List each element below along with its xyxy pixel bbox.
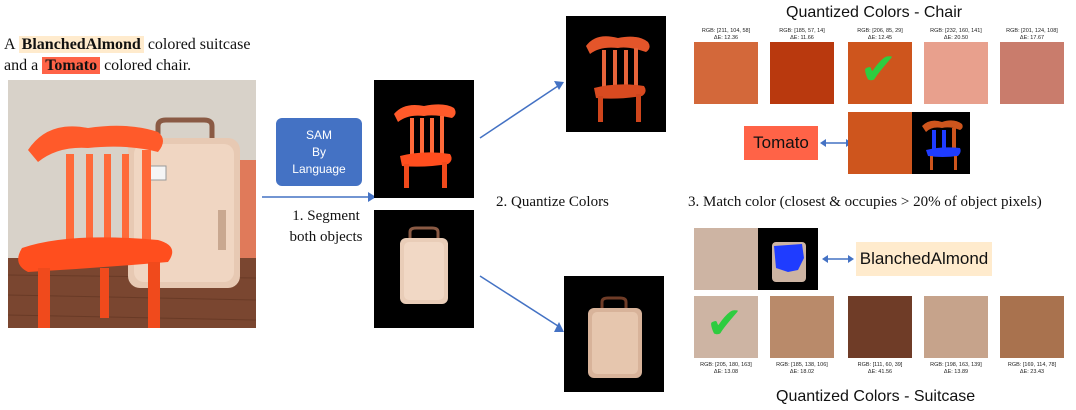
suitcase-swatch-2 <box>770 296 834 358</box>
prompt-line-2: and a Tomato colored chair. <box>4 57 192 74</box>
suitcase-swatch-label-5: RGB: [169, 114, 78]ΔE: 23.43 <box>1000 362 1064 376</box>
generated-image <box>8 80 256 328</box>
arrow-to-chair-crop-icon <box>479 81 564 139</box>
chair-mask-overlay-icon <box>922 120 963 170</box>
chair-swatch-label-5: RGB: [201, 124, 108]ΔE: 17.67 <box>1000 28 1064 42</box>
rgb-value: RGB: [232, 160, 141] <box>930 28 982 34</box>
suitcase-crop-icon <box>588 296 642 378</box>
suitcase-swatch-label-1: RGB: [205, 180, 163]ΔE: 13.08 <box>694 362 758 376</box>
chair-swatch-5 <box>1000 42 1064 104</box>
chair-swatch-label-1: RGB: [211, 104, 58]ΔE: 12.36 <box>694 28 758 42</box>
suitcase-mask-overlay-icon <box>772 242 806 282</box>
sam-by-language-box: SAM By Language <box>276 118 362 186</box>
rgb-value: RGB: [111, 60, 39] <box>857 362 903 368</box>
segmented-chair-image <box>374 80 474 198</box>
suitcase-quantized-title: Quantized Colors - Suitcase <box>776 388 976 405</box>
rgb-value: RGB: [169, 114, 78] <box>1007 362 1057 368</box>
suitcase-match-mask <box>758 228 818 290</box>
chair-swatch-2 <box>770 42 834 104</box>
rgb-value: RGB: [205, 180, 163] <box>700 362 752 368</box>
chair-swatch-1 <box>694 42 758 104</box>
suitcase-swatch-label-4: RGB: [198, 163, 139]ΔE: 13.89 <box>924 362 988 376</box>
tomato-highlight: Tomato <box>42 57 101 74</box>
suitcase-swatch-label-3: RGB: [111, 60, 39]ΔE: 41.56 <box>848 362 912 376</box>
delta-e-value: ΔE: 12.36 <box>713 35 739 41</box>
delta-e-value: ΔE: 17.67 <box>1019 35 1045 41</box>
prompt-text: A BlanchedAlmond colored suitcase and a … <box>4 34 264 76</box>
chair-swatch-4 <box>924 42 988 104</box>
chair-swatch-label-3: RGB: [206, 85, 29]ΔE: 12.45 <box>848 28 912 42</box>
chair-swatch-3: ✔ <box>848 42 912 104</box>
chair-mask-icon <box>394 104 456 188</box>
rgb-value: RGB: [185, 57, 14] <box>779 28 825 34</box>
check-mark-icon: ✔ <box>706 298 743 349</box>
suitcase-swatch-label-2: RGB: [185, 138, 106]ΔE: 18.02 <box>770 362 834 376</box>
chair-matched-swatch <box>848 112 912 174</box>
segmented-suitcase-image <box>374 210 474 328</box>
blanchedalmond-label-box: BlanchedAlmond <box>856 242 992 276</box>
delta-e-value: ΔE: 41.56 <box>867 369 893 375</box>
step3-label: 3. Match color (closest & occupies > 20%… <box>688 194 1042 210</box>
delta-e-value: ΔE: 12.45 <box>867 35 893 41</box>
suitcase-swatch-1: ✔ <box>694 296 758 358</box>
step1-label: 1. Segment both objects <box>289 208 363 245</box>
prompt-line-1: A BlanchedAlmond colored suitcase <box>4 36 251 53</box>
chair-quantized-title: Quantized Colors - Chair <box>786 4 963 21</box>
suitcase-crop-image <box>564 276 664 392</box>
chair-crop-image <box>566 16 666 132</box>
suitcase-mask-icon <box>400 226 448 304</box>
rgb-value: RGB: [206, 85, 29] <box>857 28 903 34</box>
rgb-value: RGB: [211, 104, 58] <box>701 28 751 34</box>
double-arrow-icon <box>822 255 854 263</box>
delta-e-value: ΔE: 20.50 <box>943 35 969 41</box>
delta-e-value: ΔE: 11.66 <box>790 35 814 41</box>
arrow-to-suitcase-crop-icon <box>479 275 564 332</box>
chair-swatch-label-4: RGB: [232, 160, 141]ΔE: 20.50 <box>924 28 988 42</box>
delta-e-value: ΔE: 23.43 <box>1019 369 1045 375</box>
chair-crop-icon <box>586 36 650 122</box>
suitcase-matched-swatch <box>694 228 758 290</box>
delta-e-value: ΔE: 13.89 <box>943 369 969 375</box>
rgb-value: RGB: [198, 163, 139] <box>930 362 982 368</box>
step2-label: 2. Quantize Colors <box>496 194 609 210</box>
suitcase-swatch-3 <box>848 296 912 358</box>
suitcase-swatch-5 <box>1000 296 1064 358</box>
delta-e-value: ΔE: 13.08 <box>713 369 739 375</box>
arrow-to-segmentation-icon <box>262 192 376 202</box>
chair-suitcase-illustration <box>8 80 256 328</box>
chair-match-mask <box>912 112 970 174</box>
chair-swatch-label-2: RGB: [185, 57, 14]ΔE: 11.66 <box>770 28 834 42</box>
delta-e-value: ΔE: 18.02 <box>789 369 815 375</box>
rgb-value: RGB: [185, 138, 106] <box>776 362 828 368</box>
check-mark-icon: ✔ <box>860 44 897 95</box>
tomato-label-box: Tomato <box>744 126 818 160</box>
rgb-value: RGB: [201, 124, 108] <box>1006 28 1058 34</box>
almond-highlight: BlanchedAlmond <box>18 36 144 53</box>
suitcase-swatch-4 <box>924 296 988 358</box>
